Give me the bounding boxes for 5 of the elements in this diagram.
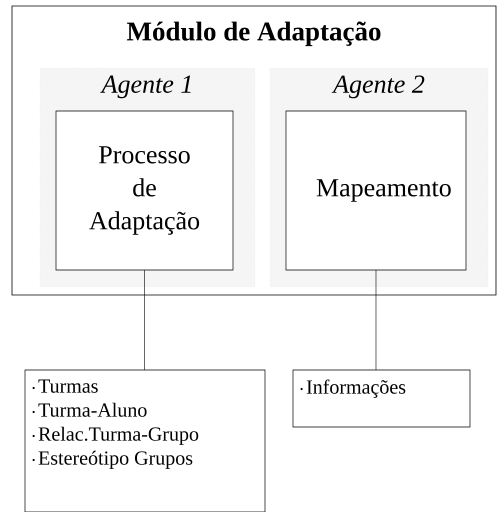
data-box: Informações <box>292 370 470 428</box>
process-box: Mapeamento <box>286 110 466 270</box>
connector-line <box>144 270 145 370</box>
process-box: Processo de Adaptação <box>56 110 234 270</box>
data-box: Turmas Turma-Aluno Relac.Turma-Grupo Estereótipo Grupos <box>24 370 266 512</box>
